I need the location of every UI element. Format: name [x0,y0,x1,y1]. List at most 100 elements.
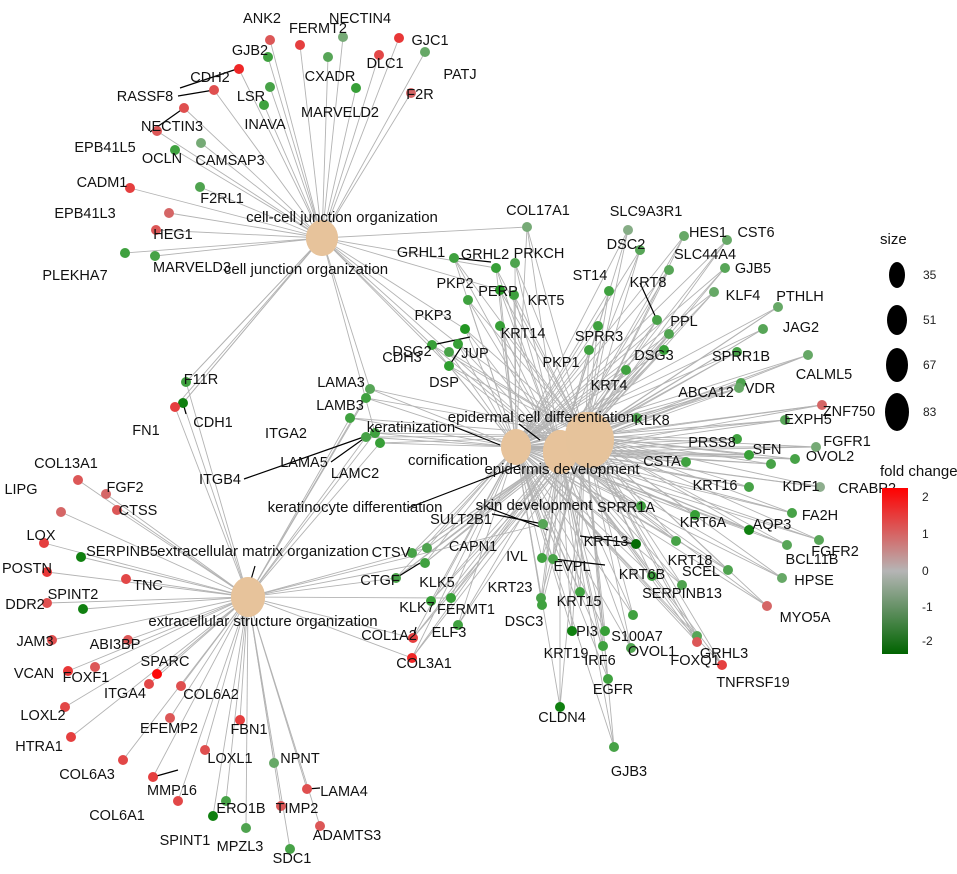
gene-node-ppl [664,329,674,339]
gene-node-irf6 [598,641,608,651]
gene-node-krt6a [690,510,700,520]
edge-ivl [515,446,543,559]
gene-label-col3a1: COL3A1 [396,656,452,672]
gene-node-crabp2 [815,482,825,492]
gene-label-spint1: SPINT1 [160,833,211,849]
gene-label-sprr1b: SPRR1B [712,349,770,365]
gene-label-cdh3: CDH3 [382,350,421,366]
edge-camsap3 [200,142,323,239]
gene-label-sult2b1: SULT2B1 [430,512,492,528]
gene-node-fbn1 [235,715,245,725]
gene-label-col6a1: COL6A1 [89,808,145,824]
gene-node-jag2 [758,324,768,334]
gene-node-cdh1 [178,398,188,408]
gene-node-lama3 [365,384,375,394]
edge-foxq1 [559,451,698,643]
gene-node-lamb3 [361,393,371,403]
gene-node-tnfrsf19 [717,660,727,670]
gene-node-mmp16 [148,772,158,782]
gene-node-cdh3 [427,340,437,350]
gene-label-pkp3: PKP3 [414,308,451,324]
gene-label-foxq1: FOXQ1 [670,653,719,669]
gene-node-pkp1 [584,345,594,355]
edge-elf3 [457,451,561,626]
edge-col1a2 [412,446,517,639]
gene-node-csta [681,457,691,467]
gene-node-sfn [744,450,754,460]
gene-label-loxl2: LOXL2 [20,708,65,724]
gene-label-ero1b: ERO1B [216,801,265,817]
gene-label-fgfr2: FGFR2 [811,544,859,560]
edge-lipg [60,511,249,598]
gene-node-cldn4 [555,702,565,712]
edge-krt14 [499,325,517,448]
edge-cdh1 [182,402,249,598]
gene-label-sparc: SPARC [141,654,190,670]
gene-label-fa2h: FA2H [802,508,838,524]
gene-label-pthlh: PTHLH [776,289,824,305]
edge-loxl1 [204,596,249,751]
gene-node-prkch [510,258,520,268]
gene-label-grhl1: GRHL1 [397,245,445,261]
gene-label-kdf1: KDF1 [782,479,819,495]
gene-label-dlc1: DLC1 [366,56,403,72]
edge-rassf8 [213,89,323,239]
gene-node-ovol1 [626,643,636,653]
edge-abi3bp [127,596,249,641]
leader-krt8 [639,282,658,321]
gene-label-krt18: KRT18 [668,553,713,569]
gene-node-postn [42,567,52,577]
gene-label-gjb3: GJB3 [611,764,647,780]
gene-label-s100a7: S100A7 [611,629,663,645]
gene-label-tnfrsf19: TNFRSF19 [716,675,789,691]
edge-f2r [321,92,412,239]
edge-loxl2 [64,596,249,708]
color-tick-minus2: -2 [922,634,933,648]
edge-elf3 [457,446,517,626]
gene-node-krt15 [575,587,585,597]
gene-node-inava [259,100,269,110]
edge-col3a1 [247,596,413,659]
gene-label-col1a2: COL1A2 [361,628,417,644]
gene-node-htra1 [66,732,76,742]
category-label-epidermal-cell-differentiation: epidermal cell differentiation [448,409,635,426]
edge-cst6 [515,239,728,448]
gene-label-nectin4: NECTIN4 [329,11,391,27]
gene-node-itgb4 [370,428,380,438]
gene-label-pkp1: PKP1 [542,355,579,371]
gene-label-inava: INAVA [244,117,286,133]
gene-label-hes1: HES1 [689,225,727,241]
edge-col1a2 [247,596,414,639]
gene-node-spint1 [208,811,218,821]
gene-label-pi3: PI3 [576,624,598,640]
edge-s100a7 [559,451,634,616]
gene-label-klk5: KLK5 [419,575,454,591]
gene-node-elf3 [453,620,463,630]
gene-label-znf750: ZNF750 [823,404,875,420]
edge-krt4 [515,369,627,448]
edge-plekha7 [124,237,323,254]
gene-node-fa2h [787,508,797,518]
edge-ddr2 [46,596,249,604]
gene-label-sdc1: SDC1 [273,851,312,867]
gene-label-krt5: KRT5 [528,293,565,309]
gene-label-scel: SCEL [682,564,720,580]
gene-label-klk7: KLK7 [399,600,434,616]
gene-label-st14: ST14 [573,268,608,284]
gene-node-krt4 [621,365,631,375]
gene-node-ank2 [265,35,275,45]
gene-node-ctss [112,505,122,515]
gene-label-myo5a: MYO5A [780,610,831,626]
gene-label-vcan: VCAN [14,666,54,682]
gene-label-irf6: IRF6 [584,653,615,669]
gene-label-ovol2: OVOL2 [806,449,854,465]
gene-label-cdh2: CDH2 [190,70,229,86]
edge-f11r [185,381,249,598]
gene-label-postn: POSTN [2,561,52,577]
gene-node-dsg2 [444,347,454,357]
gene-node-ctgf [391,573,401,583]
leader-rassf8 [177,89,215,97]
edge-lamc2 [247,442,381,598]
size-legend-value-67: 67 [923,358,937,372]
edge-pkp3 [464,328,561,453]
